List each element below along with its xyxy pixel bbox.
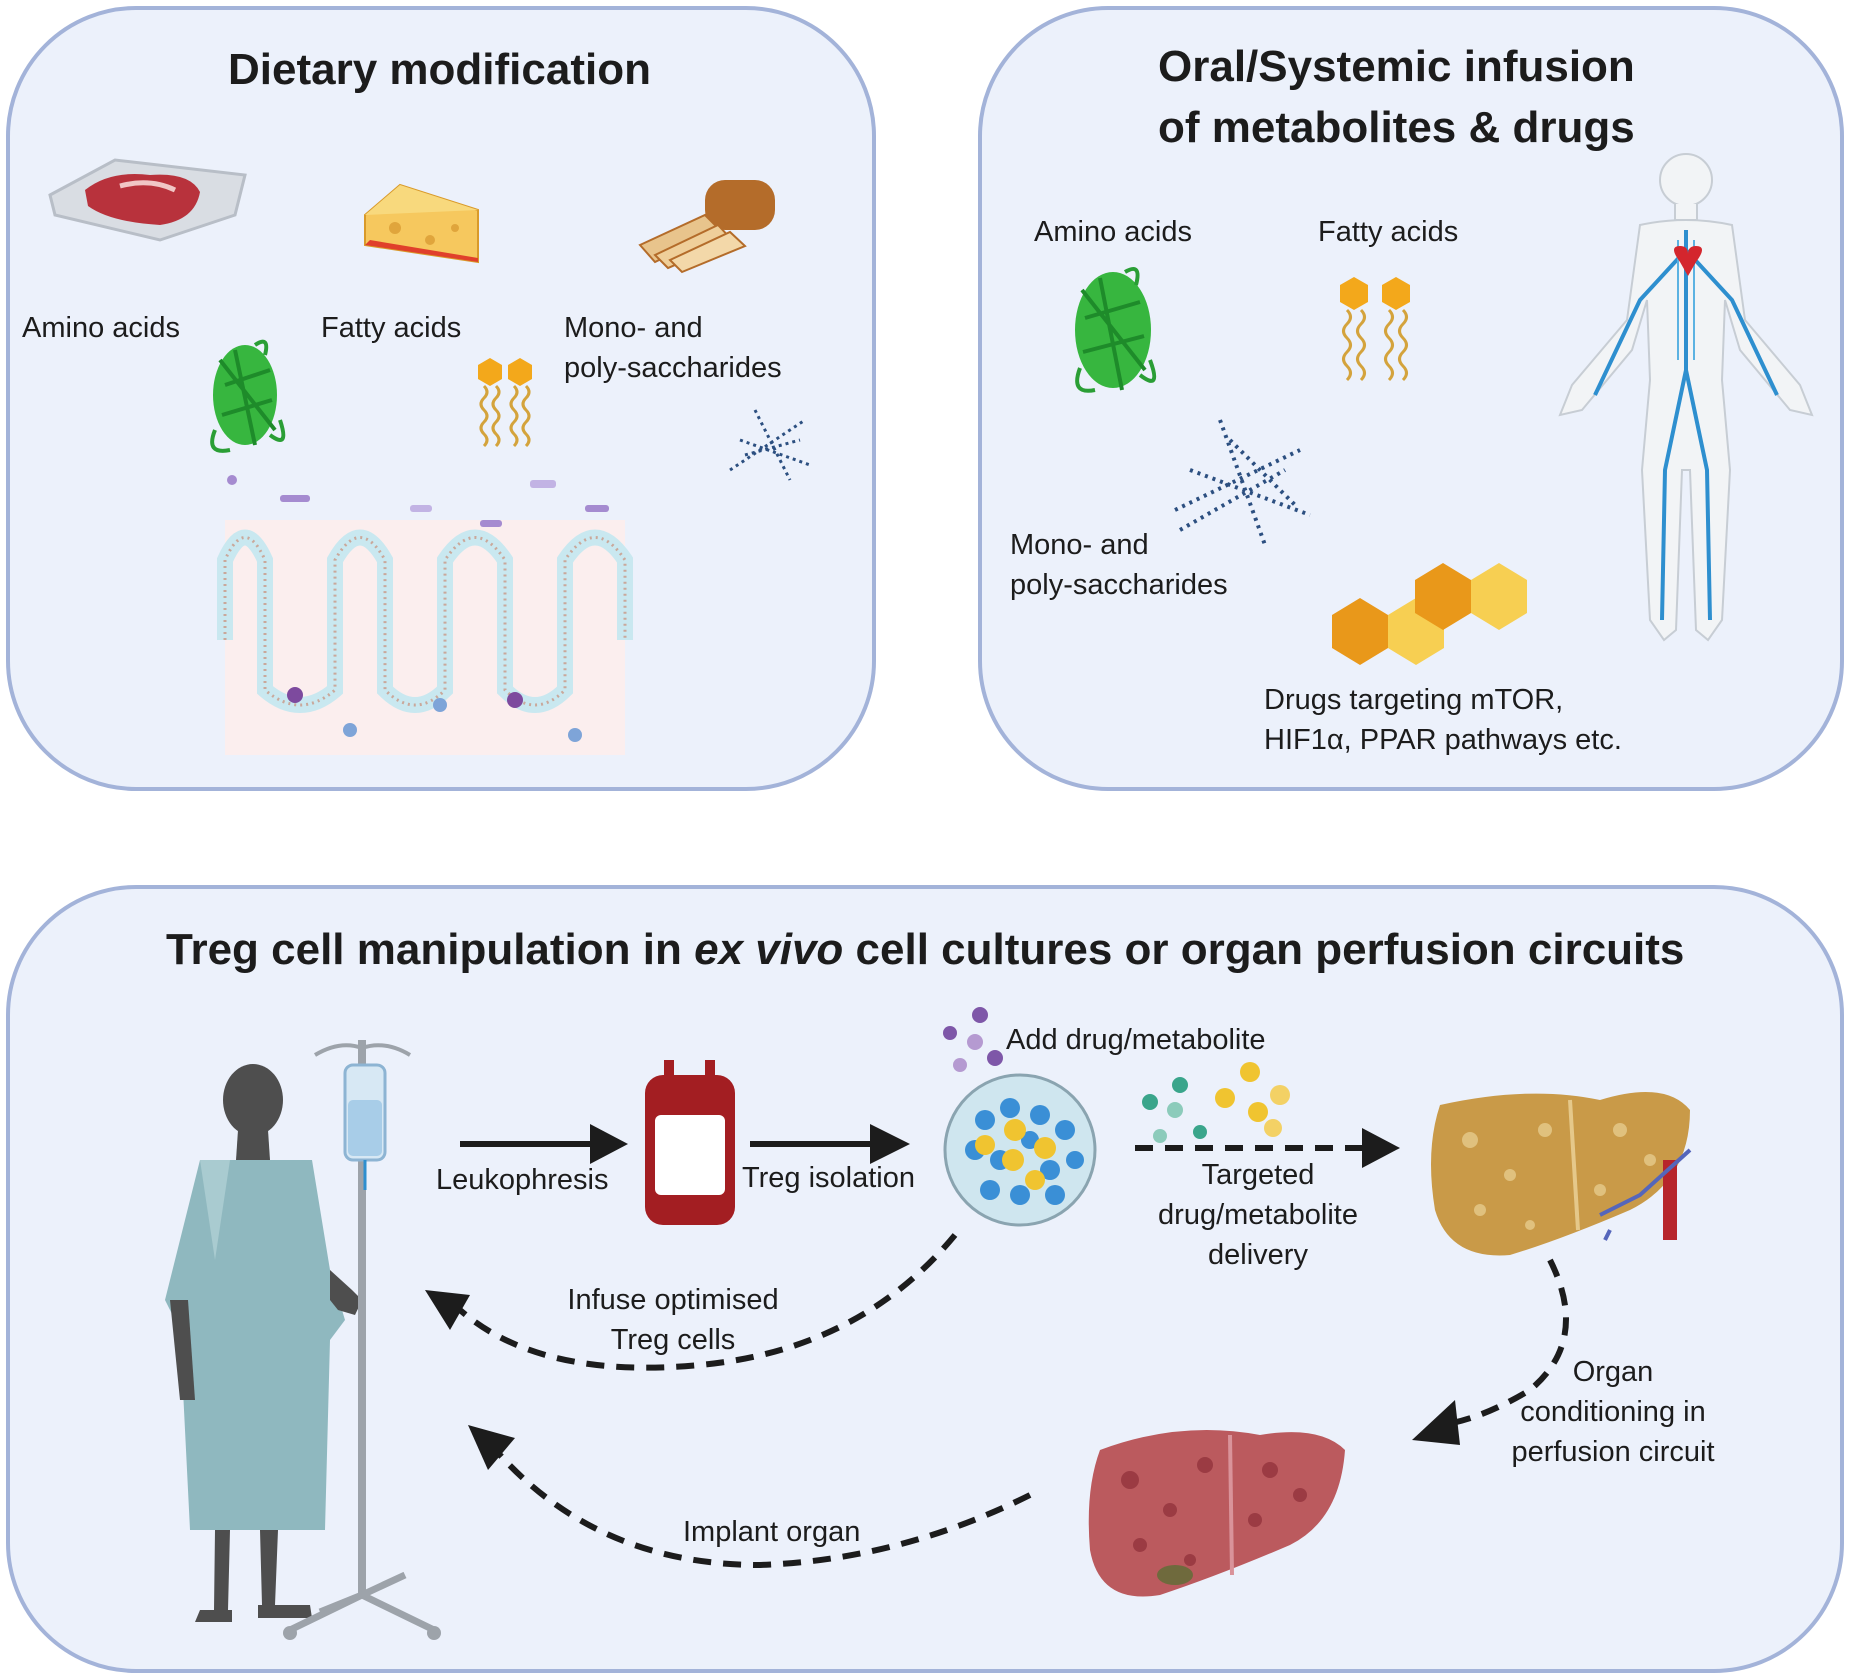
treg-manipulation-title: Treg cell manipulation in ex vivo cell c… [166, 925, 1685, 974]
human-circulatory-system-icon [1558, 153, 1814, 642]
organ-conditioning-label-line3: perfusion circuit [1511, 1436, 1715, 1468]
arrow-treg-isolation [750, 1124, 910, 1164]
targeted-delivery-label-line1: Targeted [1201, 1159, 1315, 1191]
arrow-targeted-delivery [1135, 1128, 1400, 1168]
targeted-delivery-label-line3: delivery [1208, 1239, 1308, 1271]
healthy-liver-icon [1431, 1092, 1692, 1256]
cell-culture-dish-icon [943, 1073, 1097, 1227]
organ-conditioning-label-line2: conditioning in [1520, 1396, 1706, 1428]
treg-isolation-label: Treg isolation [742, 1162, 916, 1194]
oral-infusion-title-line1: Oral/Systemic infusion [1158, 42, 1635, 91]
bread-loaf-icon [638, 180, 775, 274]
saccharides-label-2-line1: Mono- and [1010, 529, 1149, 561]
drugs-label-line1: Drugs targeting mTOR, [1264, 684, 1564, 716]
protein-structure-icon-2 [1075, 267, 1157, 393]
fatty-acid-icon-2 [1340, 277, 1410, 382]
arrow-infuse-tregs [425, 1233, 958, 1371]
fatty-acids-label: Fatty acids [321, 312, 462, 344]
polysaccharide-icon [729, 409, 811, 481]
intestinal-villi-icon [217, 475, 633, 755]
targeted-delivery-label-line2: drug/metabolite [1158, 1199, 1358, 1231]
fatty-acid-icon [478, 358, 532, 448]
metabolite-dots-purple [943, 1007, 1003, 1072]
ex-vivo-emphasis: ex vivo [694, 925, 844, 974]
implant-organ-label: Implant organ [683, 1516, 861, 1548]
arrow-organ-conditioning [1412, 1258, 1569, 1445]
drugs-label-line2: HIF1α, PPAR pathways etc. [1264, 724, 1622, 756]
oral-infusion-title-line2: of metabolites & drugs [1158, 103, 1635, 152]
cheese-icon [364, 183, 479, 264]
metabolite-dots [1142, 1062, 1290, 1143]
damaged-liver-icon [1088, 1430, 1345, 1597]
infuse-label-line2: Treg cells [610, 1324, 736, 1356]
iv-stand-icon [283, 1040, 441, 1640]
amino-acids-label-2: Amino acids [1034, 216, 1192, 248]
fatty-acids-label-2: Fatty acids [1318, 216, 1459, 248]
meat-tray-icon [48, 158, 247, 242]
leukophresis-label: Leukophresis [436, 1164, 609, 1196]
drug-molecule-icon [1332, 563, 1527, 665]
infuse-label-line1: Infuse optimised [567, 1284, 779, 1316]
arrow-leukophresis [460, 1124, 628, 1164]
blood-bag-icon [645, 1060, 735, 1225]
dietary-modification-title: Dietary modification [228, 45, 651, 94]
add-drug-label: Add drug/metabolite [1006, 1024, 1266, 1056]
saccharides-label-line1: Mono- and [564, 312, 703, 344]
saccharides-label-2-line2: poly-saccharides [1010, 569, 1228, 601]
organ-conditioning-label-line1: Organ [1572, 1356, 1654, 1388]
polysaccharide-icon-2 [1174, 419, 1311, 546]
saccharides-label-line2: poly-saccharides [564, 352, 782, 384]
patient-silhouette [165, 1064, 362, 1622]
protein-structure-icon [210, 339, 286, 453]
amino-acids-label: Amino acids [22, 312, 180, 344]
arrow-implant-organ [468, 1425, 1032, 1569]
